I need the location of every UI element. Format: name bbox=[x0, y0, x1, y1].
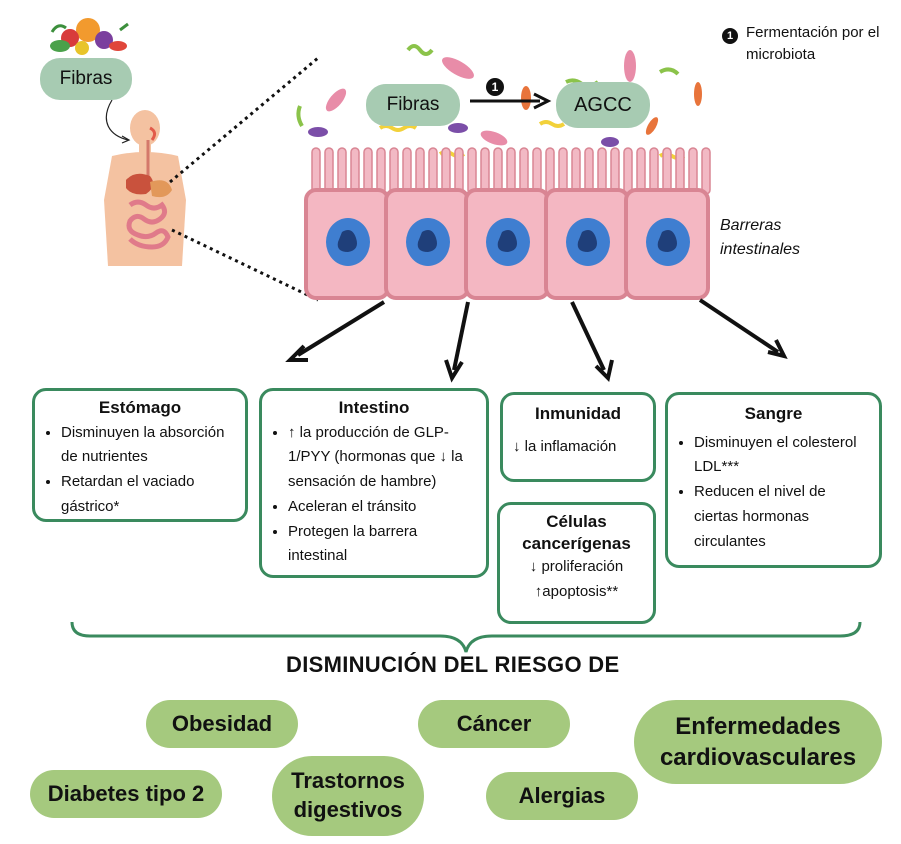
inmunidad-box: Inmunidad ↓ la inflamación bbox=[500, 392, 656, 482]
vegetables-icon bbox=[50, 18, 129, 55]
villus bbox=[558, 147, 568, 195]
estomago-title: Estómago bbox=[98, 398, 182, 417]
villus bbox=[389, 147, 399, 195]
villus bbox=[376, 147, 386, 195]
villus bbox=[467, 147, 477, 195]
celulas-line2: ↑apoptosis** bbox=[534, 582, 619, 600]
villus bbox=[610, 147, 620, 195]
villus bbox=[506, 147, 516, 195]
step-marker: 1 bbox=[486, 78, 504, 96]
epithelial-cell bbox=[624, 188, 710, 300]
epithelial-cell bbox=[464, 188, 550, 300]
villus bbox=[623, 147, 633, 195]
effect-arrows bbox=[285, 298, 788, 383]
intestino-item: Aceleran el tránsito bbox=[288, 495, 476, 520]
estomago-box: Estómago Disminuyen la absorción de nutr… bbox=[32, 388, 248, 522]
intestinal-cells bbox=[304, 188, 710, 300]
villus bbox=[584, 147, 594, 195]
risk-diabetes: Diabetes tipo 2 bbox=[30, 770, 222, 818]
villus bbox=[545, 147, 555, 195]
villus bbox=[324, 147, 334, 195]
human-body-illustration bbox=[104, 110, 186, 266]
villus bbox=[402, 147, 412, 195]
epithelial-cell bbox=[544, 188, 630, 300]
celulas-line1: ↓ proliferación bbox=[529, 558, 624, 576]
villus bbox=[415, 147, 425, 195]
risk-trastornos-line2: digestivos bbox=[293, 797, 403, 822]
risk-trastornos: Trastornos digestivos bbox=[272, 756, 424, 836]
intestino-title: Intestino bbox=[338, 398, 410, 417]
villus bbox=[311, 147, 321, 195]
intestino-item: ↑ la producción de GLP-1/PYY (hormonas q… bbox=[288, 421, 476, 495]
intestino-box: Intestino ↑ la producción de GLP-1/PYY (… bbox=[259, 388, 489, 578]
villus bbox=[597, 147, 607, 195]
risk-cardiovasculares: Enfermedades cardiovasculares bbox=[634, 700, 882, 784]
epithelial-cell bbox=[304, 188, 390, 300]
villus bbox=[649, 147, 659, 195]
villus bbox=[480, 147, 490, 195]
fibras-to-body-arrow bbox=[105, 99, 129, 141]
villus bbox=[428, 147, 438, 195]
villus bbox=[350, 147, 360, 195]
villus bbox=[532, 147, 542, 195]
legend: 1 Fermentación por el microbiota bbox=[722, 22, 901, 66]
sangre-box: Sangre Disminuyen el colesterol LDL*** R… bbox=[665, 392, 882, 568]
villus bbox=[454, 147, 464, 195]
risk-cancer: Cáncer bbox=[418, 700, 570, 748]
inmunidad-text: ↓ la inflamación bbox=[513, 437, 617, 455]
fibras-in-gut-pill: Fibras bbox=[366, 84, 460, 126]
barrier-label-line1: Barreras bbox=[720, 217, 782, 234]
villus bbox=[675, 147, 685, 195]
celulas-title-line2: cancerígenas bbox=[522, 534, 631, 554]
villus bbox=[441, 147, 451, 195]
celulas-title-line1: Células bbox=[546, 512, 607, 531]
risk-cardio-line1: Enfermedades bbox=[675, 712, 841, 740]
risk-trastornos-line1: Trastornos bbox=[291, 768, 405, 794]
villus bbox=[662, 147, 672, 195]
barrier-label-line2: intestinales bbox=[720, 241, 801, 258]
intestino-item: Protegen la barrera intestinal bbox=[288, 520, 476, 570]
villus bbox=[363, 147, 373, 195]
risk-obesidad: Obesidad bbox=[146, 700, 298, 748]
villus bbox=[571, 147, 581, 195]
risk-title: DISMINUCIÓN DEL RIESGO DE bbox=[286, 652, 620, 677]
risk-cardio-line2: cardiovasculares bbox=[659, 744, 857, 771]
inmunidad-title: Inmunidad bbox=[535, 404, 621, 423]
agcc-pill: AGCC bbox=[556, 82, 650, 128]
villus bbox=[636, 147, 646, 195]
sangre-item: Disminuyen el colesterol LDL*** bbox=[694, 431, 869, 481]
intestinal-villi bbox=[311, 147, 711, 195]
estomago-item: Retardan el vaciado gástrico* bbox=[61, 470, 235, 520]
sangre-item: Reducen el nivel de ciertas hormonas cir… bbox=[694, 480, 869, 554]
villus bbox=[688, 147, 698, 195]
barrier-label: Barreras intestinales bbox=[720, 214, 800, 262]
villus bbox=[337, 147, 347, 195]
risk-alergias: Alergias bbox=[486, 772, 638, 820]
legend-text-line2: microbiota bbox=[746, 45, 816, 63]
sangre-title: Sangre bbox=[744, 404, 803, 423]
estomago-item: Disminuyen la absorción de nutrientes bbox=[61, 421, 235, 471]
epithelial-cell bbox=[384, 188, 470, 300]
villus bbox=[519, 147, 529, 195]
legend-text-line1: Fermentación por el bbox=[746, 24, 880, 41]
villus bbox=[701, 147, 711, 195]
celulas-box: Células cancerígenas ↓ proliferación ↑ap… bbox=[497, 502, 656, 624]
curly-brace bbox=[70, 621, 862, 653]
villus bbox=[493, 147, 503, 195]
legend-marker: 1 bbox=[722, 28, 738, 44]
fibras-pill: Fibras bbox=[40, 58, 132, 100]
